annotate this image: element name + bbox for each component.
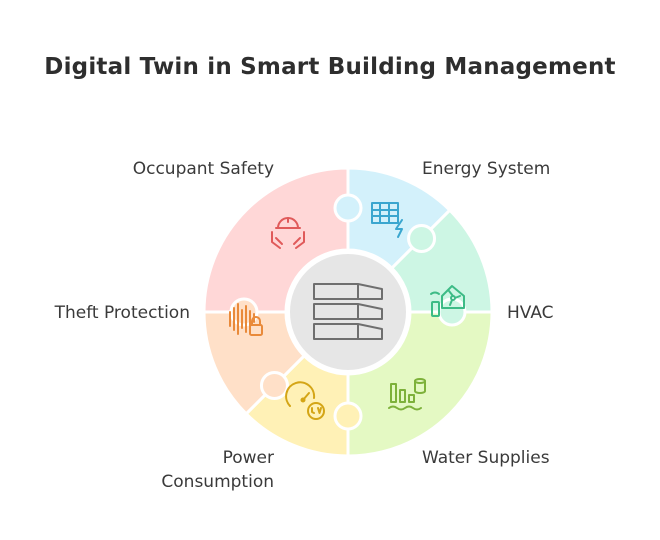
hands-hardhat-icon (271, 217, 305, 249)
segment-label-energy-system: Energy System (422, 159, 551, 179)
segment-label-water-supplies: Water Supplies (422, 448, 550, 468)
puzzle-knob (407, 223, 437, 253)
gauge-uv-icon (285, 381, 325, 420)
water-chart-icon (388, 378, 426, 411)
puzzle-knob (333, 401, 363, 431)
segment-label-theft-protection: Theft Protection (54, 303, 190, 323)
segment-label-hvac: HVAC (507, 303, 554, 323)
center-disc (286, 250, 410, 374)
signal-lock-icon (229, 303, 263, 336)
solar-panel-bolt-icon (371, 202, 403, 238)
diagram-title: Digital Twin in Smart Building Managemen… (44, 54, 616, 80)
building-layers-icon (313, 283, 383, 340)
segment-label-power-consumption: Power Consumption (161, 448, 274, 492)
smart-home-fan-icon (430, 285, 465, 317)
puzzle-knob (333, 193, 363, 223)
puzzle-knob (259, 371, 289, 401)
segment-label-occupant-safety: Occupant Safety (132, 159, 274, 179)
